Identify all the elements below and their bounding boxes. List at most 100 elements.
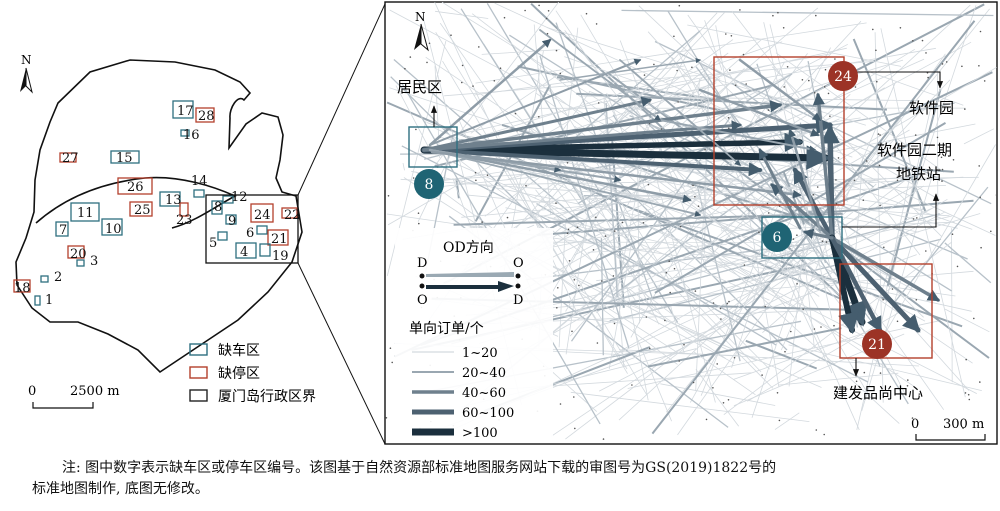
background-flow [572, 153, 660, 325]
station-dot [720, 318, 722, 320]
station-dot [712, 387, 714, 389]
station-dot [941, 168, 944, 171]
station-dot [968, 398, 971, 401]
station-dot [766, 202, 769, 205]
od-flow-line [428, 148, 692, 203]
station-dot [506, 216, 509, 219]
station-dot [722, 402, 725, 404]
background-flow [539, 55, 630, 349]
background-flow [670, 305, 685, 354]
zone-boxes [13, 100, 298, 306]
zone-label-4: 4 [240, 245, 248, 260]
zone-label-8: 8 [214, 200, 222, 215]
detail-scale-zero: 0 [911, 417, 919, 432]
background-flow [704, 74, 709, 254]
background-flow [481, 49, 560, 55]
station-dot [734, 84, 737, 86]
station-dot [824, 68, 827, 71]
zone-label-11: 11 [77, 206, 94, 221]
station-dot [461, 64, 464, 67]
od-flow-line [559, 57, 702, 81]
detail-extent-box [205, 194, 299, 264]
station-dot [389, 347, 392, 350]
station-dot [525, 184, 527, 187]
legend-shortage: 缺车区 [218, 342, 260, 359]
detail-scale-bar: 0 300 m [911, 417, 986, 441]
zone-label-28: 28 [198, 109, 215, 124]
station-dot [778, 205, 781, 207]
station-dot [823, 86, 826, 88]
background-flow [577, 140, 788, 351]
zone-label-3: 3 [90, 254, 98, 269]
station-dot [896, 179, 899, 182]
station-dot [879, 372, 882, 374]
station-dot [555, 49, 558, 52]
station-dot [566, 232, 569, 235]
background-flow [780, 58, 925, 124]
background-flow [695, 368, 740, 427]
station-dot [777, 11, 779, 14]
station-dot [697, 205, 700, 207]
station-dot [503, 16, 506, 19]
background-flow [395, 85, 429, 148]
station-dot [995, 194, 997, 196]
background-flow [550, 185, 924, 437]
detail-north-label: N [415, 10, 426, 24]
station-dot [927, 76, 929, 79]
station-dot [990, 230, 992, 233]
station-dot [952, 159, 955, 161]
station-dot [692, 184, 694, 187]
station-dot [981, 422, 983, 424]
background-flow [788, 344, 982, 391]
background-flow [944, 308, 990, 333]
background-flow [951, 228, 953, 383]
background-flow [580, 14, 690, 199]
station-dot [808, 79, 810, 82]
station-dot [729, 69, 731, 71]
background-flow [648, 327, 842, 368]
station-dot [907, 379, 909, 381]
station-dot [983, 80, 986, 82]
detail-scale-label: 300 m [943, 417, 984, 432]
svg-text:6: 6 [773, 230, 782, 246]
station-dot [692, 381, 695, 384]
station-dot [673, 267, 676, 270]
station-dot [833, 324, 835, 327]
station-dot [642, 222, 645, 224]
station-dot [941, 180, 943, 182]
od-flow-line [802, 228, 834, 240]
station-dot [556, 307, 558, 309]
background-flow [635, 208, 963, 328]
station-dot [571, 330, 573, 333]
station-dot [678, 360, 680, 362]
station-dot [428, 42, 431, 45]
station-dot [478, 46, 480, 48]
flow-legend-title: 单向订单/个 [409, 321, 484, 337]
svg-text:24: 24 [834, 69, 852, 85]
legend-boundary: 厦门岛行政区界 [218, 389, 316, 405]
background-flow [676, 275, 770, 370]
background-flow [676, 49, 833, 374]
zone-label-5: 5 [209, 236, 217, 251]
overview-north-label: N [21, 53, 32, 67]
station-dot [821, 240, 824, 242]
zone-label-23: 23 [176, 213, 193, 228]
zone-label-16: 16 [183, 128, 200, 143]
background-flow [565, 30, 701, 147]
flow-class-2: 20~40 [462, 366, 506, 381]
station-dot [578, 284, 580, 287]
overview-scale-label: 2500 m [70, 384, 120, 399]
station-dot [604, 235, 607, 237]
station-dot [514, 112, 517, 115]
station-dot [573, 396, 575, 398]
station-dot [486, 174, 489, 176]
station-dot [645, 316, 648, 318]
zone-label-22: 22 [284, 208, 301, 223]
station-dot [728, 300, 730, 303]
station-dot [778, 419, 781, 422]
background-flow [720, 221, 955, 232]
station-dot [694, 196, 696, 198]
station-dot [643, 74, 646, 76]
station-dot [574, 427, 576, 430]
background-flow [621, 9, 994, 17]
